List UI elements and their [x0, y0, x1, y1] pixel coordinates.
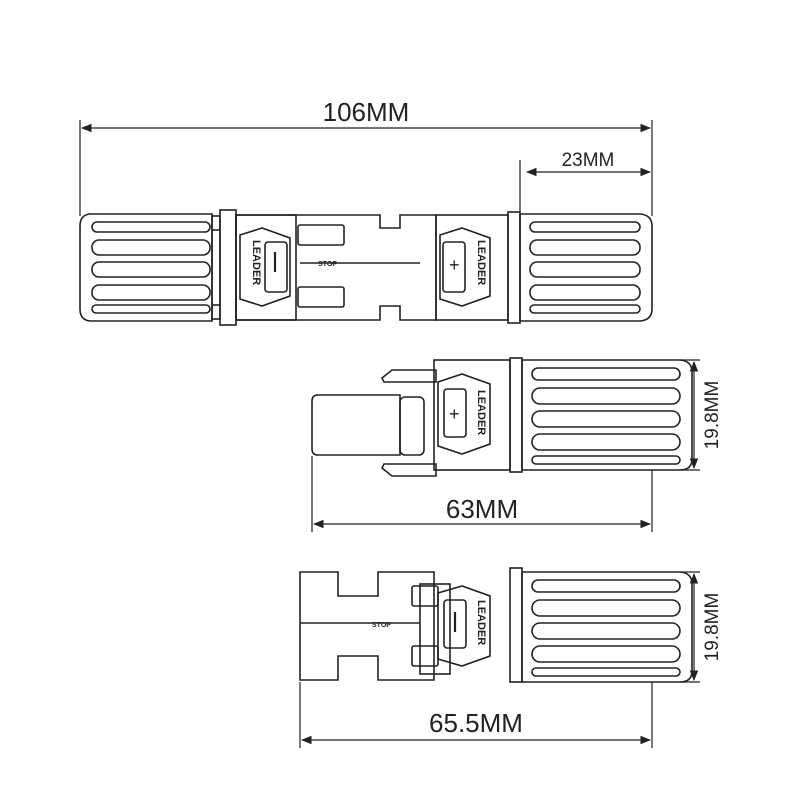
male-plus-symbol: +: [449, 404, 460, 424]
male-diameter-label: 19.8MM: [702, 381, 723, 450]
right-male-body: [435, 211, 521, 324]
female-length-label: 65.5MM: [429, 708, 523, 738]
male-leader-label: LEADER: [475, 390, 487, 435]
female-leader-label: LEADER: [475, 600, 487, 645]
dim-assembled: [79, 120, 653, 216]
dim-male: [311, 359, 700, 532]
assembled-connector: [79, 209, 653, 326]
assembled-length-label: 106MM: [323, 97, 410, 127]
dim-nut: [519, 160, 652, 212]
male-length-label: 63MM: [446, 494, 518, 524]
left-leader-label: LEADER: [250, 240, 262, 285]
plus-symbol: +: [449, 255, 460, 275]
dim-female: [299, 571, 700, 748]
right-nut: [519, 213, 653, 322]
female-stop-label: STOP: [372, 622, 391, 629]
female-connector: [299, 567, 693, 683]
nut-length-label: 23MM: [562, 150, 615, 171]
male-connector: [311, 357, 693, 477]
stop-label: STOP: [318, 261, 337, 268]
right-leader-label: LEADER: [475, 240, 487, 285]
female-diameter-label: 19.8MM: [702, 593, 723, 662]
left-nut: [79, 213, 221, 322]
